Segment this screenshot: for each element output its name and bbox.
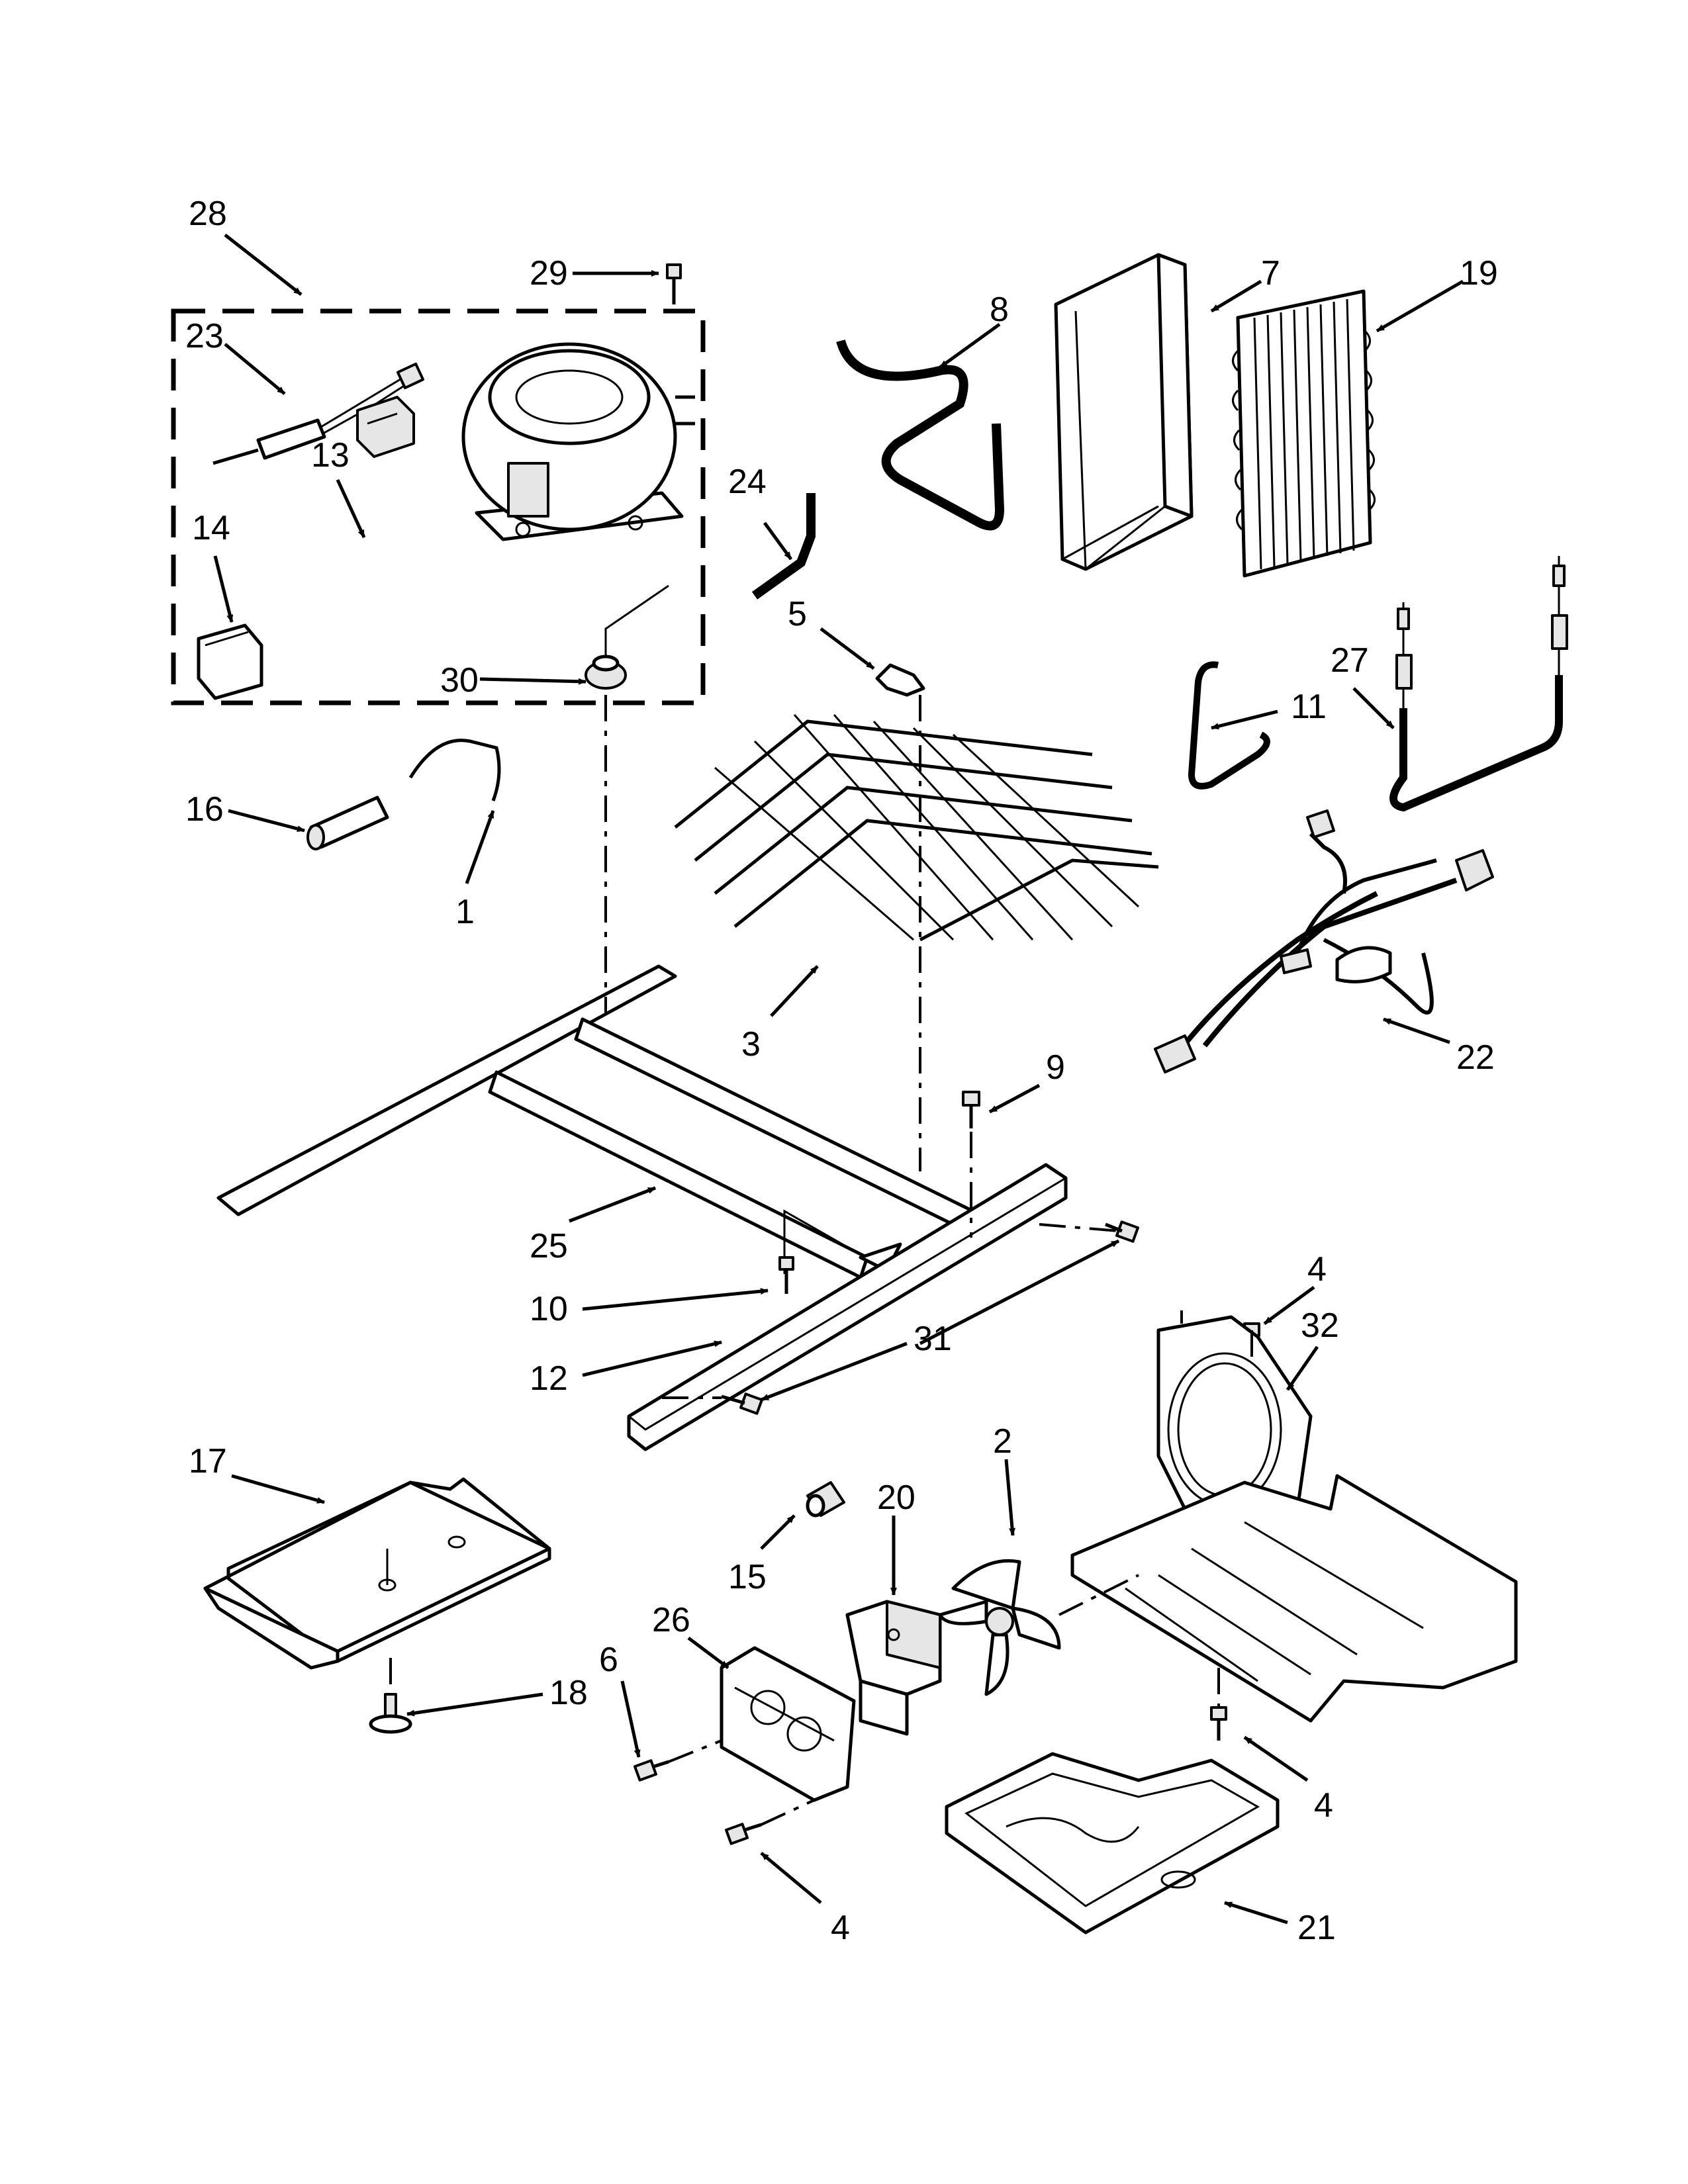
- label-28: 28: [189, 195, 227, 233]
- label-4-lower: 4: [831, 1909, 850, 1947]
- panel-17: [203, 1477, 551, 1670]
- label-11: 11: [1291, 688, 1327, 726]
- relay-13: [356, 396, 415, 458]
- tubing-27: [1389, 556, 1568, 812]
- label-1: 1: [455, 893, 475, 931]
- bracket-26: [720, 1646, 856, 1802]
- label-2: 2: [993, 1422, 1012, 1461]
- label-31: 31: [914, 1320, 952, 1358]
- label-4-right: 4: [1314, 1786, 1333, 1825]
- label-27: 27: [1331, 641, 1369, 680]
- label-29: 29: [530, 254, 568, 293]
- label-3: 3: [741, 1025, 761, 1064]
- screw-31a-icon: [1105, 1220, 1139, 1243]
- evaporator-19: [1232, 289, 1376, 578]
- wire-harness-22: [1154, 809, 1494, 1073]
- screw-9-icon: [962, 1091, 980, 1128]
- label-32: 32: [1301, 1306, 1339, 1345]
- tube-11: [1188, 661, 1270, 790]
- label-12: 12: [530, 1359, 568, 1398]
- label-5: 5: [788, 595, 807, 633]
- screw-31b-icon: [721, 1392, 763, 1415]
- compressor: [461, 342, 695, 541]
- label-13: 13: [311, 436, 350, 475]
- label-22: 22: [1456, 1038, 1495, 1077]
- grommet-30: [585, 584, 669, 690]
- label-24: 24: [728, 463, 767, 501]
- screw-4-right-icon: [1210, 1706, 1227, 1741]
- leader-arrows: [213, 234, 1464, 1925]
- tube-24: [751, 493, 816, 600]
- label-17: 17: [189, 1442, 227, 1480]
- compressor-kit-outline: [171, 308, 706, 705]
- label-4-top: 4: [1307, 1250, 1327, 1289]
- alignment-lines: [604, 695, 1253, 1826]
- callout-labels: 28 29 23 13 14 30 16 1 8 7 19 24 5 11 27…: [185, 195, 1498, 1947]
- label-18: 18: [549, 1674, 588, 1712]
- wire-1: [408, 739, 501, 801]
- foot-18: [369, 1658, 412, 1734]
- label-15: 15: [728, 1558, 767, 1596]
- part-15: [806, 1481, 845, 1518]
- shroud-32: [1070, 1315, 1518, 1723]
- evaporator-cover-7: [1054, 253, 1194, 571]
- tubing-8: [836, 339, 1005, 531]
- condenser-3: [674, 714, 1159, 942]
- label-20: 20: [877, 1479, 915, 1517]
- bracket-12: [627, 1163, 1068, 1451]
- label-7: 7: [1261, 254, 1280, 293]
- label-21: 21: [1297, 1909, 1336, 1947]
- overload-14: [197, 623, 263, 700]
- label-14: 14: [192, 509, 230, 547]
- label-26: 26: [652, 1601, 690, 1639]
- screw-4-lower-icon: [725, 1823, 762, 1845]
- label-6: 6: [599, 1641, 618, 1679]
- tube-16: [306, 796, 389, 850]
- screw-10-icon: [778, 1256, 794, 1294]
- label-9: 9: [1046, 1048, 1065, 1087]
- label-25: 25: [530, 1227, 568, 1265]
- label-8: 8: [990, 291, 1009, 329]
- base-frame-25: [216, 964, 975, 1279]
- label-16: 16: [185, 790, 224, 829]
- screw-6-icon: [633, 1759, 669, 1782]
- clip-5: [875, 663, 925, 697]
- screw-29-icon: [666, 263, 682, 304]
- drain-pan-21: [945, 1752, 1280, 1934]
- drier-23: [212, 362, 425, 465]
- fan-motor-20: [845, 1600, 942, 1736]
- label-23: 23: [185, 317, 224, 355]
- label-30: 30: [440, 661, 479, 700]
- fan-blade-2: [938, 1559, 1061, 1696]
- label-10: 10: [530, 1290, 568, 1328]
- label-19: 19: [1460, 254, 1498, 293]
